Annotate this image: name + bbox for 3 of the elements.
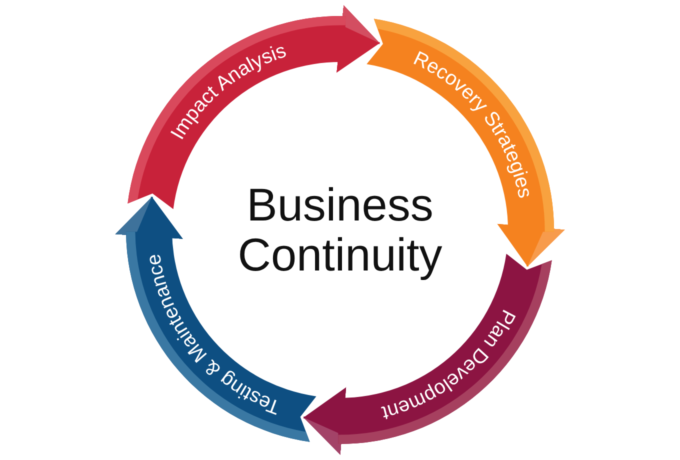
arrow [497,224,565,267]
arrow [303,387,346,455]
center-label: Business Continuity [236,180,444,280]
